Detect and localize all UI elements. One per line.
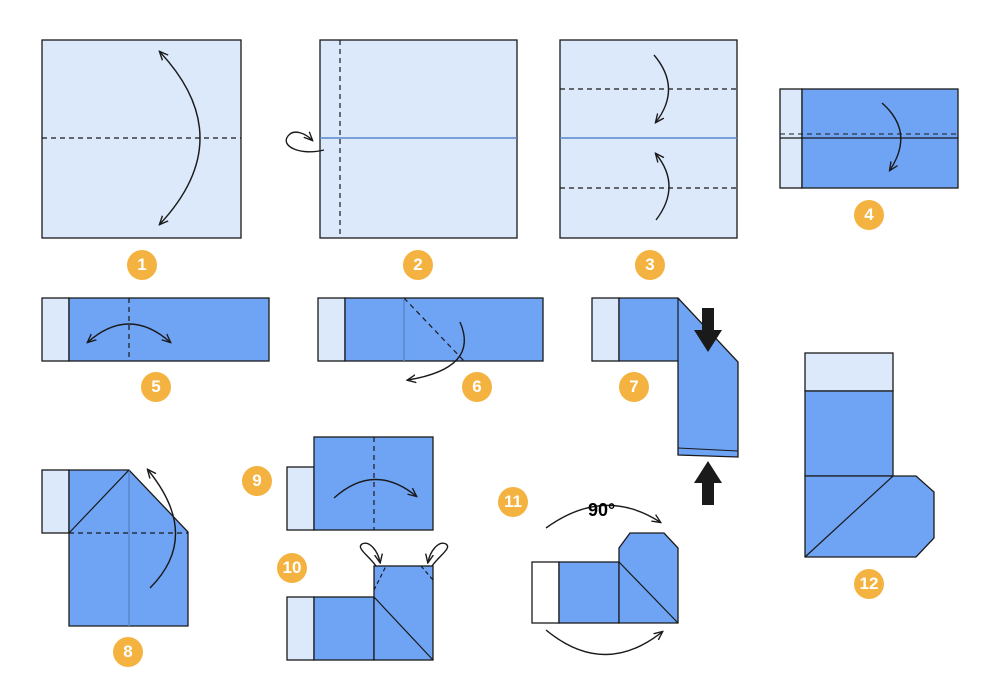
step-3-figure (559, 39, 738, 239)
step-badge-5: 5 (141, 372, 171, 402)
fold-behind-arrow (428, 542, 449, 567)
fold-arrow (333, 478, 416, 499)
fold-behind-arrow (285, 132, 325, 153)
valley-fold-line (373, 565, 387, 591)
fold-behind-arrow (359, 542, 380, 567)
step-6-figure (317, 297, 544, 380)
rotation-angle-label: 90° (588, 500, 616, 520)
rotate-arrow-bottom (545, 629, 662, 656)
step-badge-6: 6 (462, 372, 492, 402)
fold-arrow (160, 52, 201, 224)
step-badge-12: 12 (854, 569, 884, 599)
step-badge-8: 8 (113, 637, 143, 667)
step-badge-9: 9 (242, 466, 272, 496)
valley-fold-line (420, 565, 434, 581)
step-10-figure (286, 542, 449, 661)
rotate-arrow-top (545, 504, 660, 529)
push-arrow-up (694, 461, 722, 505)
step-11-figure (531, 504, 679, 656)
step-7-figure (591, 297, 739, 505)
step-badge-1: 1 (127, 250, 157, 280)
step-badge-4: 4 (854, 200, 884, 230)
step-badge-10: 10 (277, 553, 307, 583)
step-1-figure (41, 39, 242, 239)
step-12-figure (804, 352, 935, 558)
step-5-figure (41, 297, 270, 362)
step-badge-7: 7 (619, 372, 649, 402)
valley-fold-line (403, 297, 465, 362)
step-8-figure (41, 470, 189, 627)
fold-arrow (148, 470, 177, 589)
step-2-figure (285, 39, 518, 239)
step-badge-3: 3 (635, 250, 665, 280)
fold-arrow (881, 102, 902, 170)
step-4-figure (779, 88, 959, 189)
fold-arrow (88, 323, 170, 342)
fold-arrow (656, 154, 670, 221)
fold-arrow (653, 54, 670, 122)
fold-arrow (408, 321, 465, 380)
push-arrow-down (694, 308, 722, 352)
step-badge-11: 11 (498, 487, 528, 517)
step-9-figure (286, 436, 434, 531)
step-badge-2: 2 (403, 250, 433, 280)
